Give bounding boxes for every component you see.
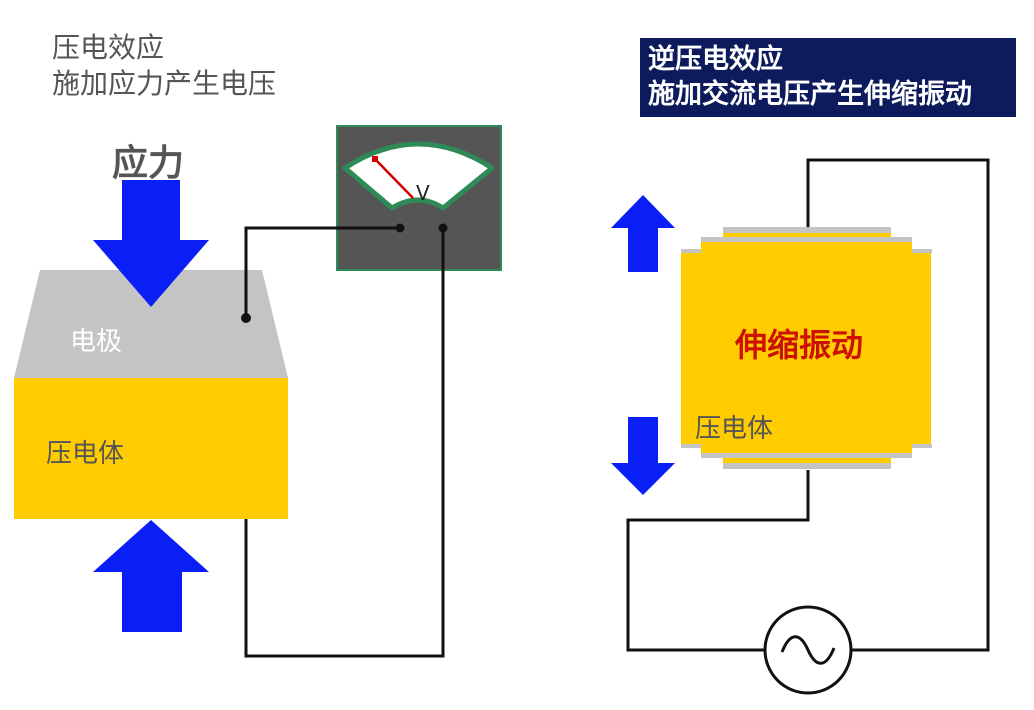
left-circuit-wires <box>244 226 445 658</box>
left-title: 压电效应 施加应力产生电压 <box>52 30 276 102</box>
meter-label: V <box>416 181 430 205</box>
vibration-arrow-up-icon <box>611 195 675 272</box>
electrode-contact-dot <box>241 313 251 323</box>
piezo-body-left <box>14 378 288 519</box>
left-title-line1: 压电效应 <box>52 31 165 64</box>
stress-label: 应力 <box>112 143 184 184</box>
ac-source-icon <box>763 605 853 695</box>
electrode-label: 电极 <box>70 327 122 357</box>
right-circuit-wires <box>626 158 990 652</box>
left-title-line2: 施加应力产生电压 <box>52 67 277 100</box>
stress-arrow-down-icon <box>93 180 209 307</box>
right-title-line1: 逆压电效应 <box>648 44 783 75</box>
vibration-arrow-down-icon <box>611 417 675 495</box>
voltmeter-icon <box>336 125 502 271</box>
piezo-label-left: 压电体 <box>46 439 124 469</box>
electrode <box>14 270 288 378</box>
vibration-label: 伸缩振动 <box>734 326 863 364</box>
right-title-line2: 施加交流电压产生伸缩振动 <box>648 79 972 110</box>
piezo-label-right: 压电体 <box>695 414 773 444</box>
vibrating-piezo-element <box>681 227 932 469</box>
stress-arrow-up-icon <box>93 520 209 632</box>
right-title-box: 逆压电效应 施加交流电压产生伸缩振动 <box>640 38 1016 117</box>
